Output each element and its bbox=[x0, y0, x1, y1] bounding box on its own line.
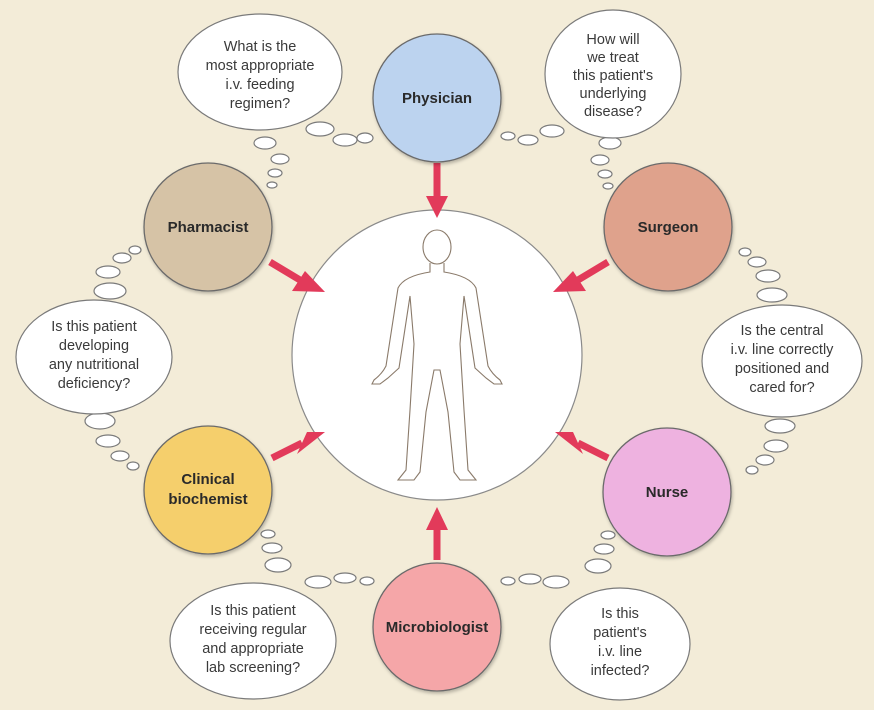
svg-text:most appropriate: most appropriate bbox=[206, 58, 315, 74]
bubble-line: we treat bbox=[586, 50, 639, 66]
svg-text:regimen?: regimen? bbox=[230, 96, 290, 112]
bubble-line: disease? bbox=[584, 104, 642, 120]
thought-bubble-microbiologist: Is this patient's i.v. line infected? bbox=[549, 587, 691, 701]
arrow-nurse bbox=[576, 439, 610, 462]
nurse-circle bbox=[602, 427, 732, 557]
patient-center bbox=[291, 209, 583, 501]
bubble-line: How will bbox=[586, 32, 639, 48]
bubble-line: deficiency? bbox=[58, 376, 131, 392]
bubble-line: underlying bbox=[580, 86, 647, 102]
biochemist-label-line1: Clinical bbox=[181, 471, 234, 488]
svg-text:Is this: Is this bbox=[601, 606, 639, 622]
thought-bubble-physician2: How will we treat this patient's underly… bbox=[544, 9, 682, 139]
pharmacist-label: Pharmacist bbox=[168, 219, 249, 236]
arrow-surgeon bbox=[576, 258, 610, 284]
thought-bubble-pharmacist: Is this patient developing any nutrition… bbox=[15, 299, 173, 415]
arrowhead-microbiologist bbox=[426, 507, 448, 530]
svg-text:disease?: disease? bbox=[584, 104, 642, 120]
svg-text:Is this patient: Is this patient bbox=[210, 603, 295, 619]
svg-text:receiving regular: receiving regular bbox=[199, 622, 306, 638]
bubble-line: developing bbox=[59, 338, 129, 354]
svg-text:patient's: patient's bbox=[593, 625, 647, 641]
role-biochemist: Clinical biochemist bbox=[143, 425, 273, 555]
thought-bubble-biochemist: Is this patient receiving regular and ap… bbox=[169, 582, 337, 700]
bubble-line: regimen? bbox=[230, 96, 290, 112]
svg-text:i.v. feeding: i.v. feeding bbox=[225, 77, 294, 93]
surgeon-circle bbox=[603, 162, 733, 292]
pharmacist-circle bbox=[143, 162, 273, 292]
thought-trails bbox=[84, 121, 796, 589]
bubble-line: any nutritional bbox=[49, 357, 139, 373]
role-nurse: Nurse bbox=[602, 427, 732, 557]
svg-text:lab screening?: lab screening? bbox=[206, 660, 300, 676]
svg-text:Is this patient: Is this patient bbox=[51, 319, 136, 335]
biochemist-label-line2: biochemist bbox=[168, 491, 247, 508]
bubble-line: patient's bbox=[593, 625, 647, 641]
bubble-line: and appropriate bbox=[202, 641, 304, 657]
bubble-line: Is the central bbox=[740, 323, 823, 339]
svg-text:developing: developing bbox=[59, 338, 129, 354]
arrowhead-physician bbox=[426, 196, 448, 218]
surgeon-label: Surgeon bbox=[638, 219, 699, 236]
arrowhead-biochemist bbox=[297, 432, 325, 454]
biochemist-circle bbox=[143, 425, 273, 555]
svg-text:i.v. line: i.v. line bbox=[598, 644, 642, 660]
role-physician: Physician bbox=[372, 33, 502, 163]
role-surgeon: Surgeon bbox=[603, 162, 733, 292]
svg-text:this patient's: this patient's bbox=[573, 68, 653, 84]
bubble-line: i.v. feeding bbox=[225, 77, 294, 93]
svg-text:How will: How will bbox=[586, 32, 639, 48]
bubble-line: Is this patient bbox=[51, 319, 136, 335]
physician-label: Physician bbox=[402, 90, 472, 107]
bubble-line: most appropriate bbox=[206, 58, 315, 74]
svg-text:Is the central: Is the central bbox=[740, 323, 823, 339]
arrow-pharmacist bbox=[268, 258, 302, 284]
bubble-line: i.v. line correctly bbox=[731, 342, 835, 358]
patient-circle bbox=[291, 209, 583, 501]
arrow-group bbox=[268, 163, 610, 560]
thought-bubble-physician: What is the most appropriate i.v. feedin… bbox=[177, 13, 343, 131]
microbiologist-label: Microbiologist bbox=[386, 619, 489, 636]
bubble-line: Is this bbox=[601, 606, 639, 622]
svg-text:What is the: What is the bbox=[224, 39, 297, 55]
svg-text:deficiency?: deficiency? bbox=[58, 376, 131, 392]
svg-text:cared for?: cared for? bbox=[749, 380, 814, 396]
svg-text:and appropriate: and appropriate bbox=[202, 641, 304, 657]
thought-bubble-surgeon: Is the central i.v. line correctly posit… bbox=[701, 304, 863, 418]
bubble-line: lab screening? bbox=[206, 660, 300, 676]
physician-circle bbox=[372, 33, 502, 163]
arrow-biochemist bbox=[270, 439, 304, 462]
bubble-line: this patient's bbox=[573, 68, 653, 84]
arrowhead-surgeon bbox=[553, 271, 586, 292]
bubble-line: Is this patient bbox=[210, 603, 295, 619]
bubble-line: cared for? bbox=[749, 380, 814, 396]
role-pharmacist: Pharmacist bbox=[143, 162, 273, 292]
bubble-line: i.v. line bbox=[598, 644, 642, 660]
svg-text:i.v. line correctly: i.v. line correctly bbox=[731, 342, 835, 358]
role-microbiologist: Microbiologist bbox=[372, 562, 502, 692]
bubble-line: receiving regular bbox=[199, 622, 306, 638]
human-body-icon bbox=[371, 229, 503, 481]
bubble-line: infected? bbox=[591, 663, 650, 679]
svg-text:any nutritional: any nutritional bbox=[49, 357, 139, 373]
svg-text:we treat: we treat bbox=[586, 50, 639, 66]
bubble-line: What is the bbox=[224, 39, 297, 55]
svg-text:infected?: infected? bbox=[591, 663, 650, 679]
nurse-label: Nurse bbox=[646, 484, 689, 501]
bubble-line: positioned and bbox=[735, 361, 829, 377]
microbiologist-circle bbox=[372, 562, 502, 692]
svg-text:underlying: underlying bbox=[580, 86, 647, 102]
arrowhead-pharmacist bbox=[292, 271, 325, 292]
arrowhead-nurse bbox=[555, 432, 583, 454]
svg-text:positioned and: positioned and bbox=[735, 361, 829, 377]
